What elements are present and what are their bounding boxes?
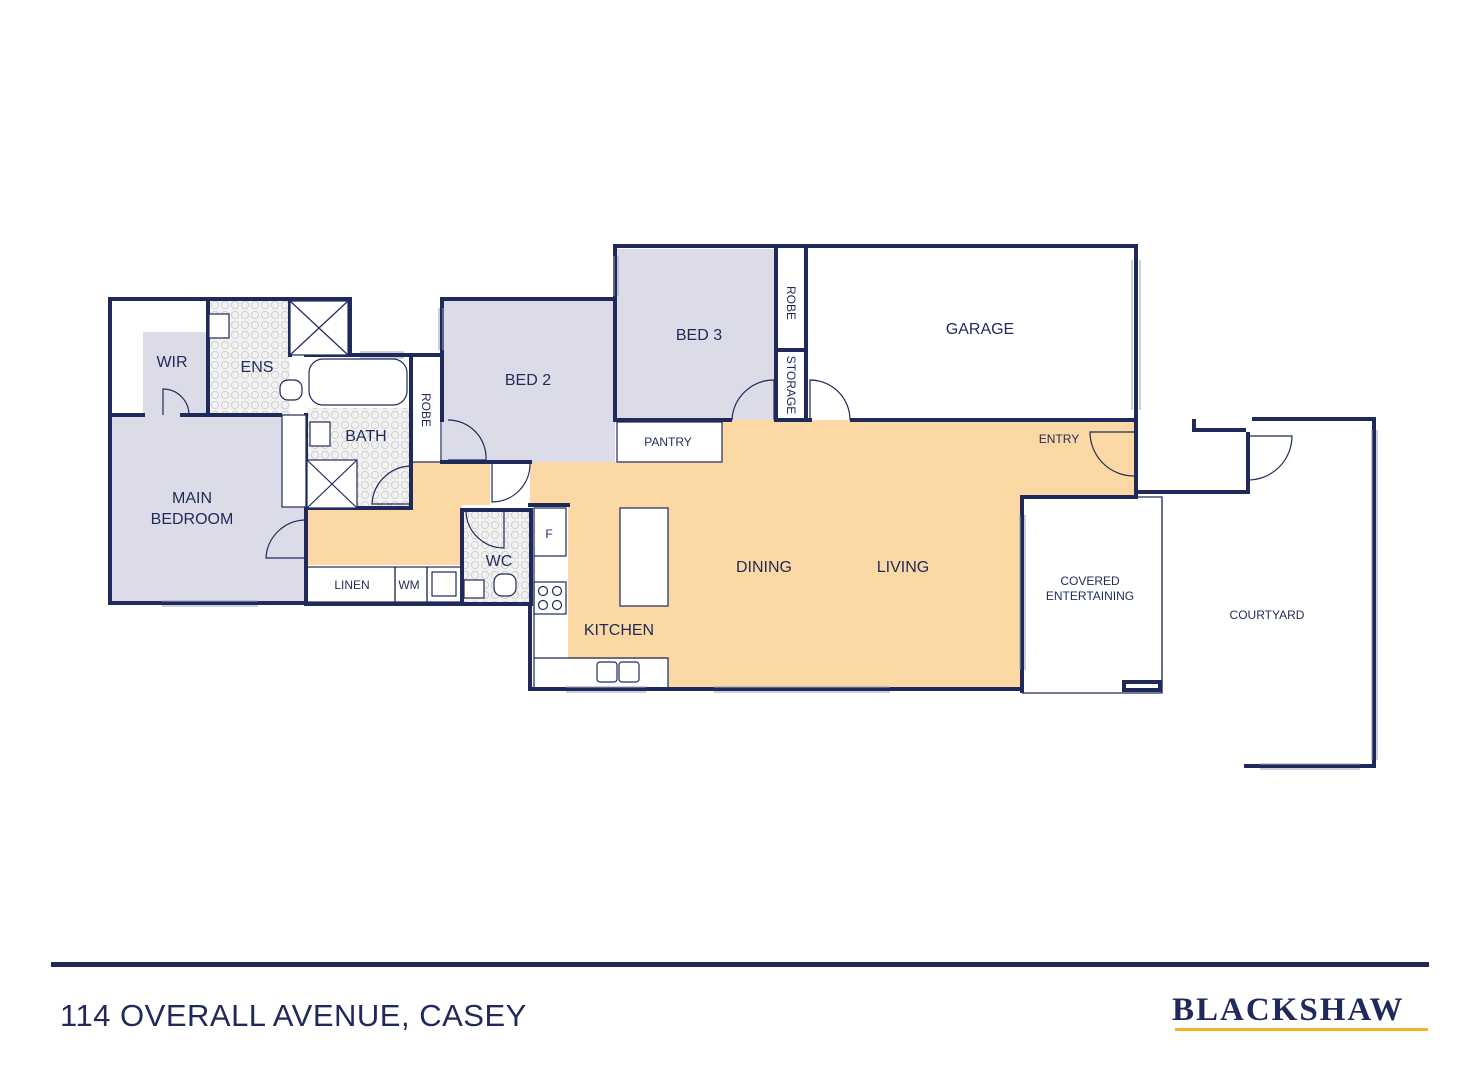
door-entry: [1089, 431, 1135, 477]
cooktop-burner-2: [551, 585, 563, 597]
label-wc: WC: [486, 553, 513, 570]
label-robe-bath: ROBE: [419, 393, 433, 427]
sink-right: [618, 661, 640, 683]
main-bedroom-robe: [281, 414, 307, 508]
island-bench: [619, 507, 669, 607]
label-pantry: PANTRY: [644, 435, 692, 449]
ens-toilet: [279, 379, 303, 401]
door-wc: [465, 511, 505, 549]
bed3-area: [617, 249, 776, 420]
cooktop: [533, 581, 567, 615]
courtyard-wall-entry: [1136, 432, 1250, 494]
wir-area: [143, 332, 207, 416]
label-dining: DINING: [736, 559, 792, 576]
label-ens: ENS: [241, 359, 274, 376]
brand-logo: BLACKSHAW: [1172, 992, 1405, 1028]
bath-shower-cross: [306, 459, 358, 509]
door-hall: [491, 463, 531, 503]
living-area: [307, 420, 1136, 689]
label-linen: LINEN: [334, 578, 369, 592]
cooktop-burner-1: [537, 585, 549, 597]
wall-wc: [460, 508, 533, 606]
label-wm: WM: [398, 578, 419, 592]
label-main-bedroom-2: BEDROOM: [151, 511, 234, 528]
door-garage: [809, 379, 851, 421]
label-wir: WIR: [156, 354, 187, 371]
window-bed3: [613, 256, 619, 296]
footer-divider: [51, 962, 1429, 967]
window-bath: [360, 351, 404, 359]
label-covered-2: ENTERTAINING: [1046, 589, 1134, 603]
wall-robe-storage: [774, 244, 808, 422]
label-storage: STORAGE: [784, 356, 798, 414]
laundry-sink: [431, 571, 457, 597]
fridge-space: [533, 507, 567, 557]
door-bed3: [731, 379, 775, 421]
robe-bath-outline: [410, 354, 442, 463]
cooktop-burner-4: [551, 599, 563, 611]
bed2-area: [442, 300, 615, 462]
label-bath: BATH: [345, 428, 386, 445]
label-kitchen: KITCHEN: [584, 622, 654, 639]
kitchen-bench: [533, 556, 669, 688]
label-fridge: F: [545, 527, 552, 541]
label-garage: GARAGE: [946, 321, 1014, 338]
label-bed2: BED 2: [505, 372, 551, 389]
window-main-bed: [162, 600, 258, 607]
courtyard-wall-north: [1192, 419, 1246, 432]
door-bed2: [447, 419, 487, 461]
pantry-outline: [616, 421, 723, 463]
bath-vanity: [309, 421, 331, 447]
label-courtyard: COURTYARD: [1230, 608, 1305, 622]
cooktop-burner-3: [537, 599, 549, 611]
window-kitchen: [566, 686, 646, 693]
courtyard-wall-east: [1244, 417, 1376, 768]
wall-north-main: [108, 297, 352, 357]
laundry-tub-outline: [426, 566, 462, 603]
window-courtyard-east: [1371, 430, 1378, 760]
main-bedroom-area: [110, 415, 306, 603]
label-entry: ENTRY: [1039, 432, 1079, 446]
label-main-bedroom-1: MAIN: [172, 490, 212, 507]
covered-wall-south: [1122, 680, 1162, 692]
window-garage-east: [1131, 260, 1141, 410]
ens-shower-cross: [289, 300, 349, 356]
window-living: [714, 686, 890, 693]
wc-toilet: [493, 573, 517, 597]
door-bath: [371, 465, 411, 505]
label-living: LIVING: [877, 559, 929, 576]
wc-basin: [463, 579, 485, 599]
ens-vanity: [208, 313, 230, 339]
window-bed2: [438, 308, 444, 350]
sink-left: [596, 661, 618, 683]
window-covered: [1019, 515, 1026, 670]
window-courtyard-south: [1260, 763, 1360, 770]
bathtub: [308, 358, 408, 406]
label-robe-bed3: ROBE: [784, 286, 798, 320]
label-bed3: BED 3: [676, 327, 722, 344]
property-address: 114 OVERALL AVENUE, CASEY: [60, 998, 527, 1033]
door-main-bed: [265, 519, 307, 559]
door-courtyard: [1247, 435, 1293, 481]
brand-underline: [1175, 1028, 1428, 1031]
label-covered-1: COVERED: [1060, 574, 1120, 588]
wall-west-outer: [108, 297, 308, 605]
door-wir: [162, 388, 190, 416]
